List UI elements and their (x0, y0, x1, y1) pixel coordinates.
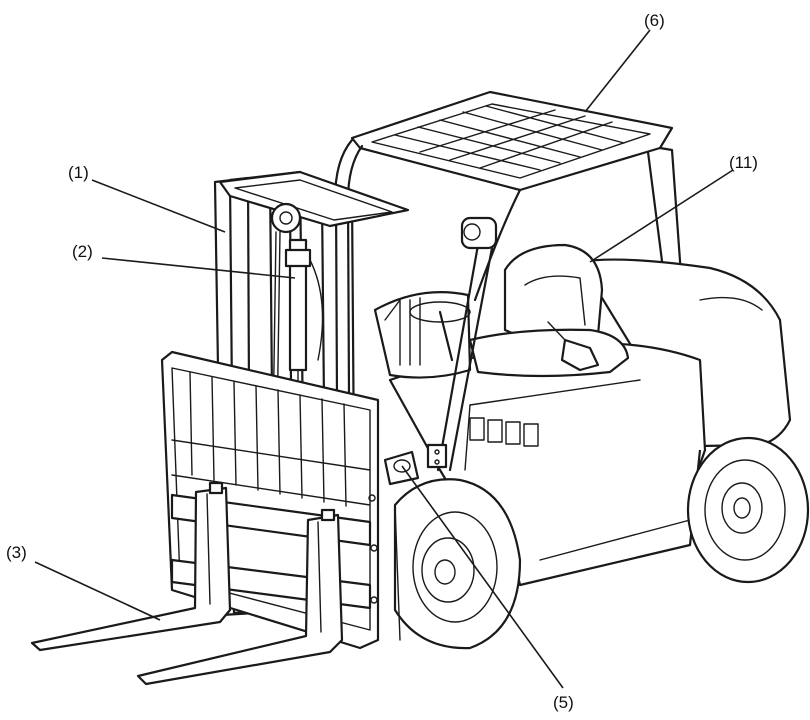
leader-lines (34, 29, 734, 689)
forks (30, 481, 344, 686)
callout-3: (3) (6, 543, 27, 562)
rear-wheel (686, 436, 810, 584)
callout-2: (2) (72, 242, 93, 261)
operator-seat (468, 243, 630, 378)
front-wheel (393, 478, 522, 650)
brake-pedal (383, 450, 420, 486)
callout-5: (5) (553, 693, 574, 712)
callout-1: (1) (68, 163, 89, 182)
callout-11: (11) (729, 153, 758, 172)
callout-6: (6) (644, 11, 665, 30)
front-post (426, 216, 498, 472)
